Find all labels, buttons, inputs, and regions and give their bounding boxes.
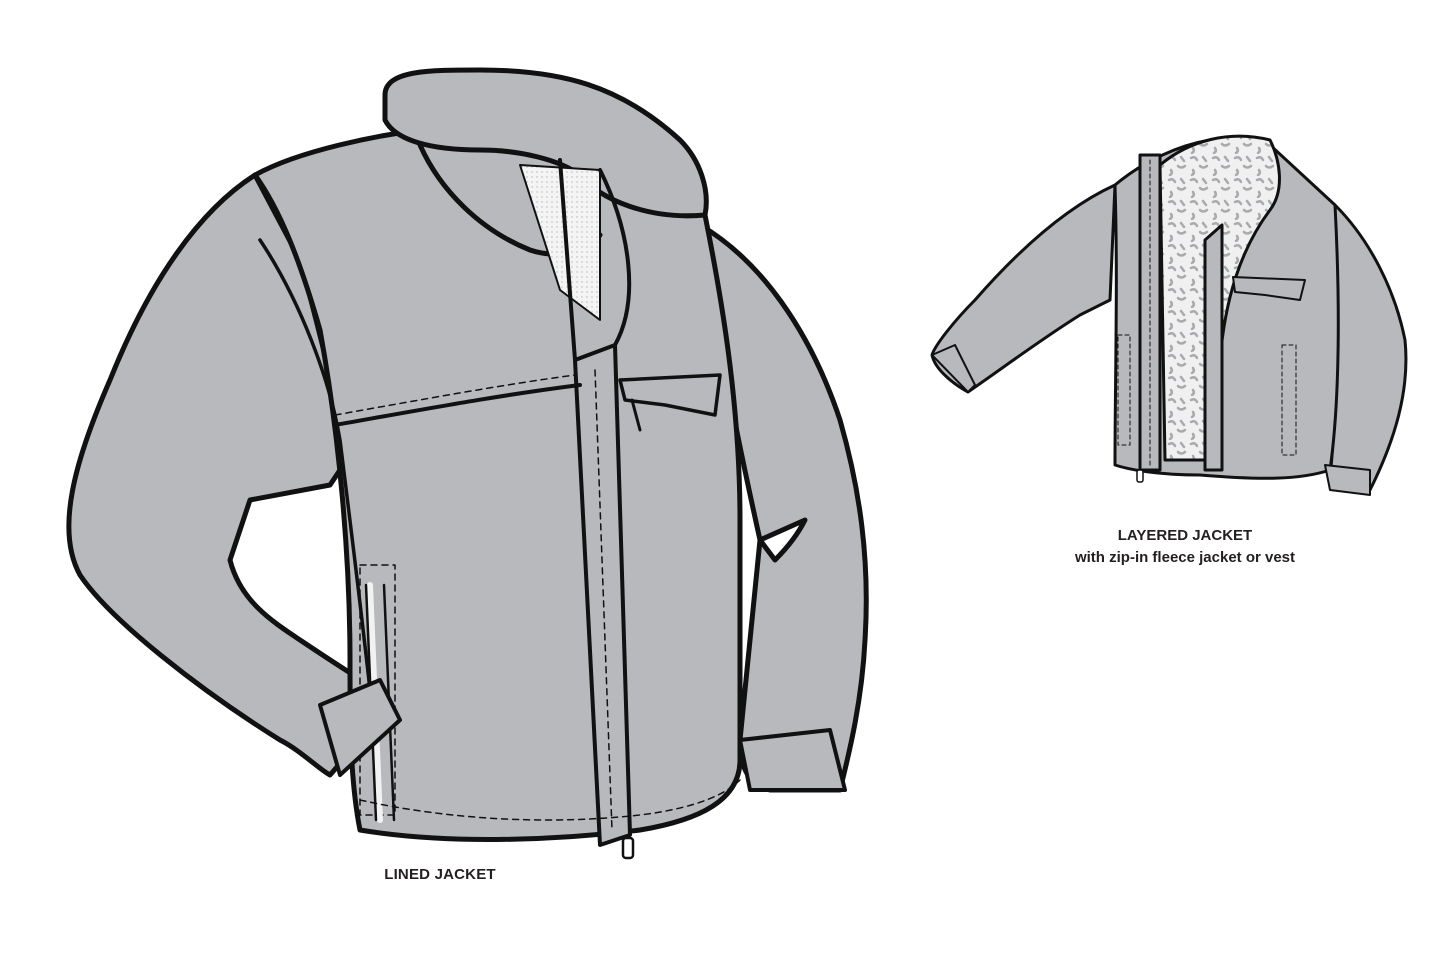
inner-lining <box>519 164 601 321</box>
layered-jacket-caption: LAYERED JACKET with zip-in fleece jacket… <box>1040 525 1330 569</box>
chest-pocket <box>618 373 722 417</box>
left-sleeve <box>66 172 398 778</box>
collar <box>382 67 709 219</box>
layered-jacket-title: LAYERED JACKET <box>1117 527 1253 544</box>
front-zipper <box>1138 153 1162 472</box>
chest-pocket <box>1232 276 1306 301</box>
zipper-pull <box>1136 469 1144 483</box>
left-cuff <box>318 678 402 777</box>
layered-jacket-subtitle: with zip-in fleece jacket or vest <box>1074 549 1296 566</box>
right-sleeve <box>697 222 869 793</box>
layered-jacket-drawing <box>930 134 1408 496</box>
right-cuff <box>738 728 847 792</box>
right-cuff <box>1324 464 1371 496</box>
front-zipper <box>573 343 632 847</box>
lined-jacket-drawing <box>66 67 869 860</box>
left-cuff <box>931 344 976 393</box>
zipper-pull <box>621 836 635 860</box>
lined-jacket-caption: LINED JACKET <box>384 866 496 883</box>
